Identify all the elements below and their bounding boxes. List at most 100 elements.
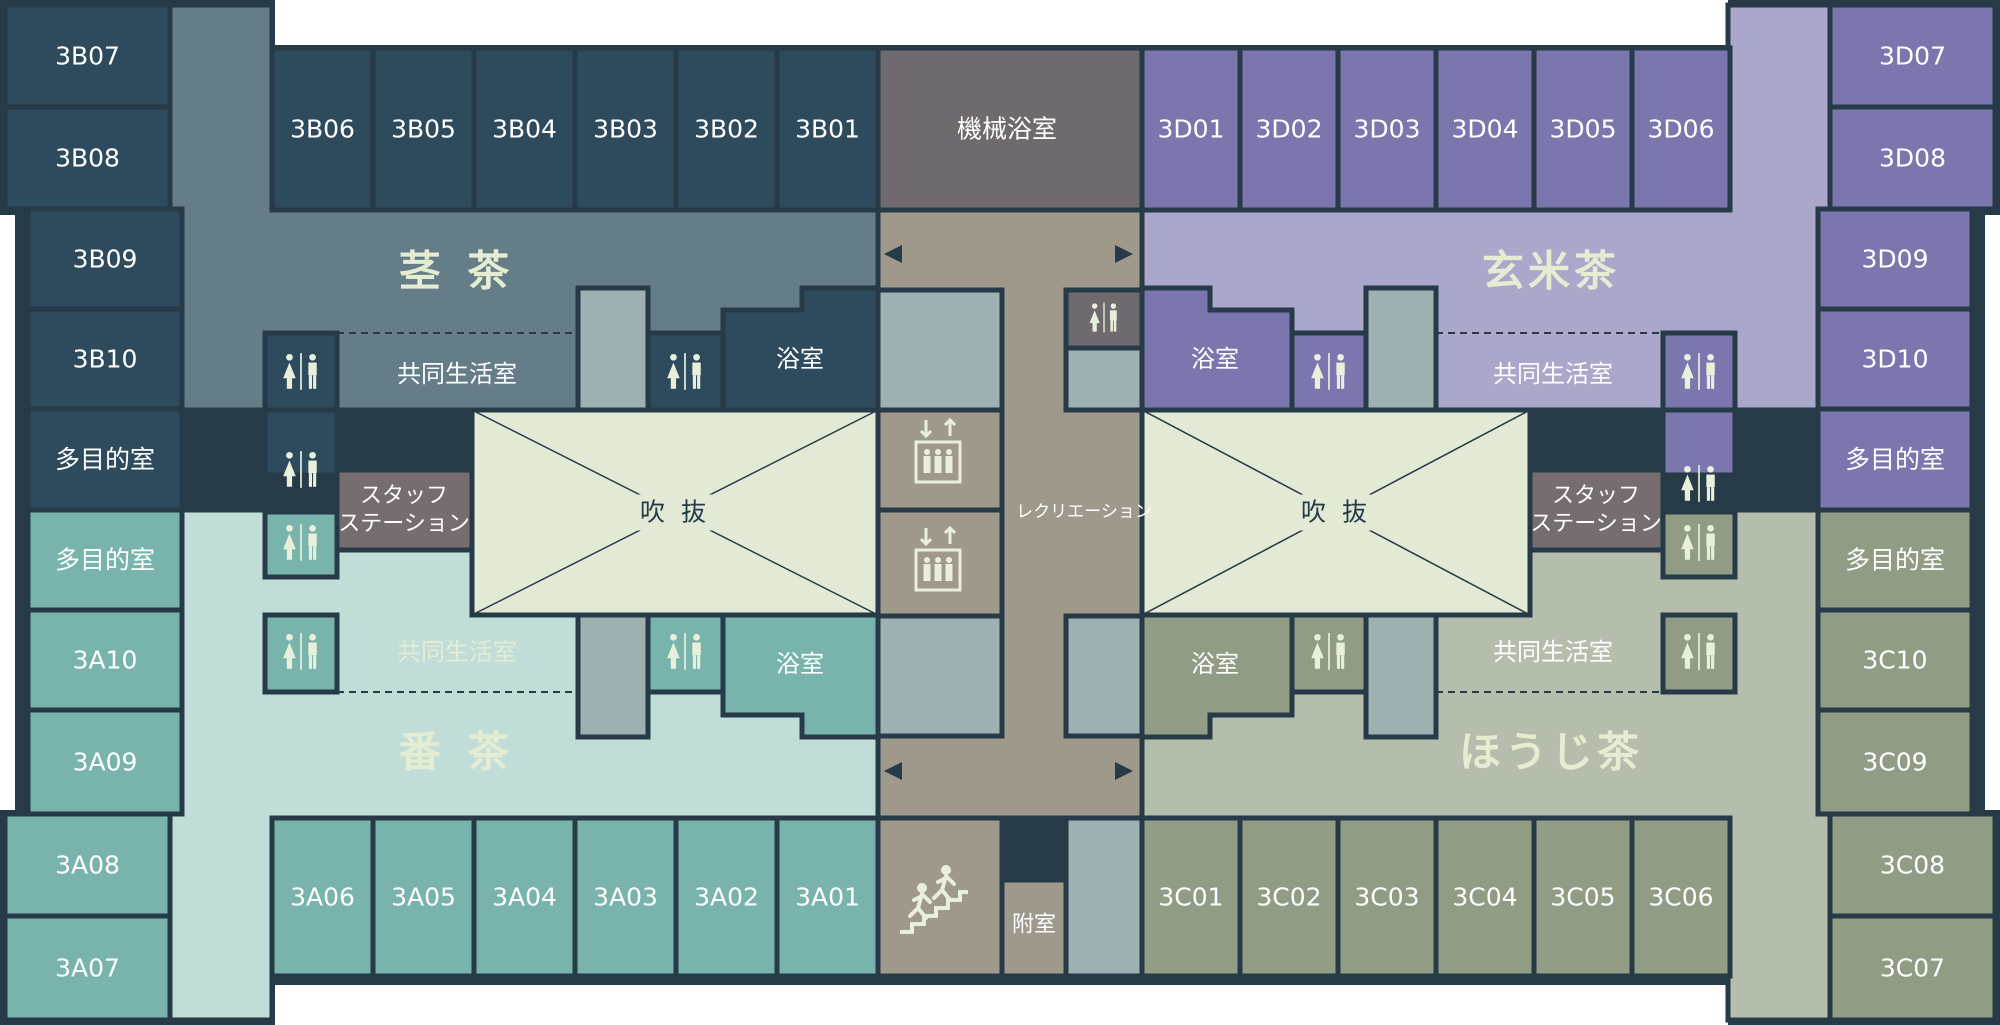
room-label-right-7: 3C09 (1862, 748, 1927, 777)
room-3D01 (1139, 45, 1243, 213)
atrium-right-label-bg (1294, 494, 1378, 531)
room-label-3C02: 3C02 (1256, 883, 1321, 912)
room-label-left-4: 多目的室 (55, 445, 155, 474)
room-3C04 (1433, 815, 1537, 979)
room-label-left-5: 多目的室 (55, 546, 155, 575)
room-label-left-0: 3B07 (55, 42, 120, 71)
room-label-left-3: 3B10 (73, 345, 138, 374)
room-label-left-6: 3A10 (73, 646, 138, 675)
right-room-6 (1815, 607, 1975, 713)
bath-label-c: 浴室 (1191, 650, 1239, 678)
arrow-right-icon (1115, 245, 1133, 263)
shaft-bottom-left (875, 613, 1005, 739)
toilet-icon (1681, 524, 1715, 561)
room-label-3D02: 3D02 (1256, 115, 1323, 144)
atrium-label-left: 吹 抜 (640, 498, 710, 527)
room-3B01 (774, 45, 881, 213)
toilet-icon (283, 353, 317, 390)
right-room-4 (1815, 406, 1975, 513)
room-3A01 (774, 815, 881, 979)
common-room-label-d: 共同生活室 (1493, 360, 1613, 388)
toilet-icon (667, 633, 701, 670)
shaft-b (575, 285, 651, 413)
room-label-3B02: 3B02 (694, 115, 759, 144)
ward-name-kukicha: 茎 茶 (399, 247, 516, 296)
right-room-2 (1815, 206, 1975, 312)
bath-label-b: 浴室 (776, 345, 824, 373)
toilet-icon (1681, 353, 1715, 390)
room-label-left-7: 3A09 (73, 748, 138, 777)
common-room-label-b: 共同生活室 (397, 360, 517, 388)
staff-station-label-right-2: ステーション (1530, 512, 1662, 537)
room-label-3B04: 3B04 (492, 115, 557, 144)
room-3C03 (1335, 815, 1439, 979)
room-label-3A02: 3A02 (694, 883, 759, 912)
room-label-3A04: 3A04 (492, 883, 557, 912)
room-label-3D04: 3D04 (1452, 115, 1519, 144)
left-room-7 (25, 707, 185, 817)
ward-name-bancha: 番 茶 (399, 728, 516, 777)
room-label-right-0: 3D07 (1879, 42, 1946, 71)
toilet-icon (1089, 302, 1117, 333)
right-room-0 (1827, 2, 1998, 110)
room-label-3B03: 3B03 (593, 115, 658, 144)
room-3D06 (1629, 45, 1733, 213)
room-label-right-6: 3C10 (1862, 646, 1927, 675)
room-label-right-8: 3C08 (1880, 851, 1945, 880)
room-label-3C05: 3C05 (1550, 883, 1615, 912)
arrow-left-icon (884, 762, 902, 780)
staff-station-label-right-1: スタッフ (1552, 484, 1640, 509)
bath-label-d: 浴室 (1191, 345, 1239, 373)
room-label-right-2: 3D09 (1862, 245, 1929, 274)
room-label-right-1: 3D08 (1879, 144, 1946, 173)
room-label-3A03: 3A03 (593, 883, 658, 912)
room-label-3C04: 3C04 (1452, 883, 1517, 912)
room-label-3C01: 3C01 (1158, 883, 1223, 912)
room-label-right-3: 3D10 (1862, 345, 1929, 374)
left-room-1 (2, 104, 173, 212)
toilet-icon (1311, 633, 1345, 670)
room-3B03 (572, 45, 679, 213)
staff-station-label-left-2: ステーション (338, 512, 470, 537)
room-label-3B05: 3B05 (391, 115, 456, 144)
elevator-2 (875, 507, 1005, 619)
left-room-4 (25, 406, 185, 513)
arrow-right-icon (1115, 762, 1133, 780)
left-room-2 (25, 206, 185, 312)
room-3A05 (370, 815, 477, 979)
room-3B05 (370, 45, 477, 213)
room-label-right-9: 3C07 (1880, 954, 1945, 983)
right-room-1 (1827, 104, 1998, 212)
icons (283, 245, 1715, 934)
common-room-label-a: 共同生活室 (397, 638, 517, 666)
room-3C06 (1629, 815, 1733, 979)
room-label-3B01: 3B01 (795, 115, 860, 144)
room-label-left-2: 3B09 (73, 245, 138, 274)
atrium-label-right: 吹 抜 (1301, 498, 1371, 527)
toilet-icon (283, 633, 317, 670)
left-room-0 (2, 2, 173, 110)
toilet-icon (283, 451, 317, 488)
shaft-top-left (875, 287, 1005, 413)
room-label-3C03: 3C03 (1354, 883, 1419, 912)
elevator-icon (914, 417, 962, 484)
room-3B04 (471, 45, 578, 213)
toilet-icon (667, 353, 701, 390)
shaft-bottom-right-mid (1063, 613, 1145, 739)
room-label-3D01: 3D01 (1158, 115, 1225, 144)
room-label-left-8: 3A08 (55, 851, 120, 880)
room-label-left-9: 3A07 (55, 954, 120, 983)
right-room-9 (1827, 913, 1998, 1023)
left-room-9 (2, 913, 173, 1023)
room-3D03 (1335, 45, 1439, 213)
stairwell (875, 815, 1005, 979)
ward-name-houjicha: ほうじ茶 (1459, 728, 1643, 777)
right-room-8 (1827, 811, 1998, 919)
atrium-left-label-bg (633, 494, 717, 531)
shaft-top-right (1063, 345, 1145, 413)
left-room-6 (25, 607, 185, 713)
room-3C01 (1139, 815, 1243, 979)
